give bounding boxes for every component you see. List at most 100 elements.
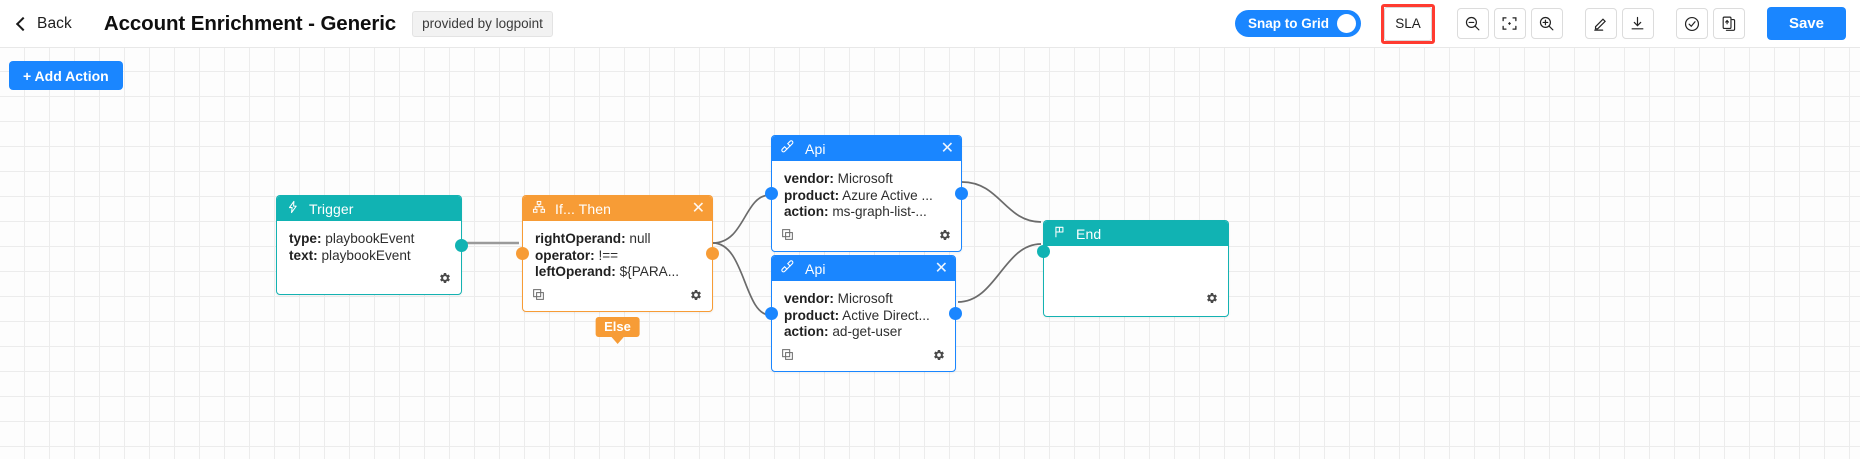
node-output-port[interactable] bbox=[949, 307, 962, 321]
sla-button[interactable]: SLA bbox=[1383, 6, 1432, 41]
node-body: rightOperand: null operator: !== leftOpe… bbox=[523, 221, 712, 287]
branch-hierarchy-icon bbox=[532, 200, 546, 217]
row-value: Azure Active ... bbox=[842, 187, 933, 203]
node-row: product: Active Direct... bbox=[784, 308, 945, 325]
row-key: type: bbox=[289, 231, 322, 246]
row-key: leftOperand: bbox=[535, 264, 616, 279]
node-header[interactable]: Api ✕ bbox=[772, 136, 961, 161]
playbook-canvas[interactable]: + Add Action Trigger type: playbookEvent bbox=[0, 48, 1860, 459]
gear-icon[interactable] bbox=[1205, 291, 1219, 310]
row-value: ms-graph-list-... bbox=[832, 204, 927, 219]
node-footer bbox=[523, 287, 712, 311]
toggle-knob bbox=[1336, 14, 1356, 33]
zoom-in-button[interactable] bbox=[1530, 8, 1563, 39]
add-action-button[interactable]: + Add Action bbox=[9, 61, 123, 90]
node-row: text: playbookEvent bbox=[289, 248, 451, 265]
header-actions: Snap to Grid SLA bbox=[1234, 3, 1860, 44]
gear-icon[interactable] bbox=[689, 288, 703, 307]
else-branch-badge[interactable]: Else bbox=[595, 316, 640, 344]
node-input-port[interactable] bbox=[516, 247, 529, 261]
sla-highlight-ring: SLA bbox=[1380, 3, 1435, 44]
node-api-active-directory[interactable]: Api ✕ vendor: Microsoft product: Active … bbox=[765, 255, 962, 372]
row-key: action: bbox=[784, 324, 829, 339]
node-title: End bbox=[1076, 225, 1102, 242]
node-input-port[interactable] bbox=[1037, 245, 1050, 258]
node-row: leftOperand: ${PARA... bbox=[535, 264, 702, 281]
node-header[interactable]: If... Then ✕ bbox=[523, 196, 712, 221]
node-row: vendor: Microsoft bbox=[784, 171, 951, 188]
node-body: type: playbookEvent text: playbookEvent bbox=[277, 221, 461, 270]
node-row: rightOperand: null bbox=[535, 231, 702, 248]
top-header-bar: Back Account Enrichment - Generic provid… bbox=[0, 0, 1860, 48]
row-key: text: bbox=[289, 247, 318, 263]
pencil-edit-icon bbox=[1592, 15, 1609, 32]
download-button[interactable] bbox=[1621, 8, 1654, 39]
plug-connector-icon bbox=[781, 259, 796, 278]
gear-icon[interactable] bbox=[438, 271, 452, 290]
gear-icon[interactable] bbox=[938, 228, 952, 247]
row-value: playbookEvent bbox=[325, 231, 415, 246]
page-title: Account Enrichment - Generic bbox=[103, 11, 397, 35]
row-value: ${PARA... bbox=[619, 264, 680, 279]
node-header[interactable]: Trigger bbox=[277, 196, 461, 221]
plug-connector-icon bbox=[781, 139, 796, 158]
node-title: Trigger bbox=[309, 200, 354, 217]
zoom-out-icon bbox=[1464, 15, 1481, 32]
copy-icon[interactable] bbox=[781, 348, 794, 366]
node-footer bbox=[1044, 290, 1228, 314]
copy-icon[interactable] bbox=[532, 288, 545, 306]
node-row: action: ad-get-user bbox=[784, 324, 945, 341]
close-icon[interactable]: ✕ bbox=[934, 259, 948, 277]
snap-to-grid-label: Snap to Grid bbox=[1247, 16, 1329, 31]
back-button[interactable]: Back bbox=[15, 14, 72, 33]
node-title: Api bbox=[805, 260, 826, 277]
row-key: vendor: bbox=[784, 291, 834, 306]
row-value: Microsoft bbox=[837, 171, 893, 186]
row-key: product: bbox=[784, 187, 840, 203]
row-key: action: bbox=[784, 204, 829, 219]
zoom-in-icon bbox=[1538, 15, 1555, 32]
node-body bbox=[1044, 246, 1228, 290]
clipboard-copy-icon bbox=[1720, 15, 1737, 32]
close-icon[interactable]: ✕ bbox=[940, 139, 954, 157]
node-body: vendor: Microsoft product: Active Direct… bbox=[772, 281, 955, 347]
close-icon[interactable]: ✕ bbox=[691, 199, 705, 217]
zoom-controls-group bbox=[1456, 8, 1563, 39]
download-icon bbox=[1629, 15, 1646, 32]
zoom-out-button[interactable] bbox=[1456, 8, 1489, 39]
node-output-port[interactable] bbox=[455, 239, 468, 252]
node-api-azure-active-directory[interactable]: Api ✕ vendor: Microsoft product: Azure A… bbox=[765, 135, 968, 252]
chevron-left-icon bbox=[15, 16, 31, 31]
node-row: vendor: Microsoft bbox=[784, 291, 945, 308]
validate-button[interactable] bbox=[1675, 8, 1708, 39]
node-header[interactable]: End bbox=[1044, 221, 1228, 246]
copy-icon[interactable] bbox=[781, 228, 794, 246]
gear-icon[interactable] bbox=[932, 348, 946, 367]
fit-to-screen-button[interactable] bbox=[1493, 8, 1526, 39]
node-row: action: ms-graph-list-... bbox=[784, 204, 951, 221]
node-trigger[interactable]: Trigger type: playbookEvent text: playbo… bbox=[276, 195, 468, 295]
node-row: product: Azure Active ... bbox=[784, 188, 951, 205]
node-if-then[interactable]: If... Then ✕ rightOperand: null operator… bbox=[516, 195, 719, 344]
save-button[interactable]: Save bbox=[1766, 7, 1846, 40]
node-output-port[interactable] bbox=[955, 187, 968, 201]
node-header[interactable]: Api ✕ bbox=[772, 256, 955, 281]
row-value: Active Direct... bbox=[842, 307, 930, 323]
back-button-label: Back bbox=[37, 14, 72, 32]
node-output-port[interactable] bbox=[706, 247, 719, 261]
edit-export-group bbox=[1584, 8, 1654, 39]
node-end[interactable]: End bbox=[1037, 220, 1229, 317]
fit-to-screen-icon bbox=[1501, 15, 1518, 32]
node-body: vendor: Microsoft product: Azure Active … bbox=[772, 161, 961, 227]
flag-finish-icon bbox=[1053, 225, 1067, 242]
row-key: operator: bbox=[535, 247, 595, 263]
row-value: !== bbox=[598, 247, 619, 263]
node-footer bbox=[772, 347, 955, 371]
edit-button[interactable] bbox=[1584, 8, 1617, 39]
validate-duplicate-group bbox=[1675, 8, 1745, 39]
lightning-bolt-icon bbox=[286, 200, 300, 217]
snap-to-grid-toggle[interactable]: Snap to Grid bbox=[1234, 10, 1361, 37]
row-value: null bbox=[629, 231, 651, 246]
duplicate-button[interactable] bbox=[1712, 8, 1745, 39]
